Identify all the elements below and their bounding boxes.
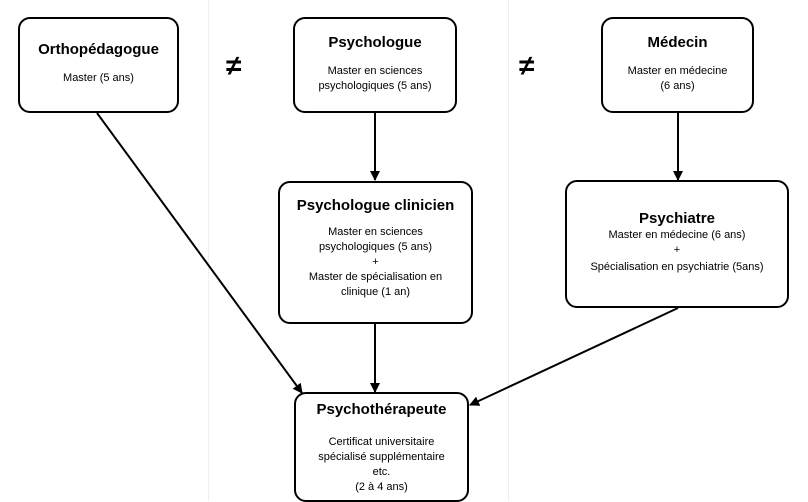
node-psychologue-clinicien: Psychologue clinicien Master en sciences… bbox=[278, 181, 473, 324]
node-detail: Master en médecine bbox=[627, 65, 728, 77]
column-divider-left bbox=[208, 0, 209, 501]
node-detail: psychologiques (5 ans) bbox=[318, 80, 432, 92]
arrow-orthopedagogue-to-psychotherapeute bbox=[96, 112, 303, 394]
node-detail: (2 à 4 ans) bbox=[355, 481, 408, 493]
node-detail: Master en sciences bbox=[328, 226, 423, 238]
node-medecin: Médecin Master en médecine (6 ans) bbox=[601, 17, 754, 113]
node-title: Psychologue bbox=[328, 34, 422, 51]
node-orthopedagogue: Orthopédagogue Master (5 ans) bbox=[18, 17, 179, 113]
arrow-psychiatre-to-psychotherapeute bbox=[469, 307, 679, 406]
node-psychotherapeute: Psychothérapeute Certificat universitair… bbox=[294, 392, 469, 502]
node-detail: Certificat universitaire bbox=[328, 436, 435, 448]
node-detail: Master en médecine (6 ans) bbox=[608, 229, 746, 241]
node-detail: Master (5 ans) bbox=[63, 72, 134, 84]
node-detail: Master en sciences bbox=[327, 65, 423, 77]
node-detail: + bbox=[673, 244, 681, 256]
node-title: Médecin bbox=[647, 34, 708, 51]
node-title: Psychologue clinicien bbox=[296, 197, 455, 214]
node-detail: Master de spécialisation en bbox=[308, 271, 443, 283]
node-title: Orthopédagogue bbox=[38, 41, 159, 58]
node-detail: etc. bbox=[372, 466, 391, 478]
node-detail: psychologiques (5 ans) bbox=[318, 241, 433, 253]
node-detail: Spécialisation en psychiatrie (5ans) bbox=[590, 261, 764, 273]
node-title: Psychothérapeute bbox=[316, 401, 447, 418]
node-detail: (6 ans) bbox=[660, 80, 695, 92]
node-detail: spécialisé supplémentaire bbox=[318, 451, 445, 463]
not-equal-sign-left: ≠ bbox=[226, 50, 242, 81]
node-detail: + bbox=[372, 256, 379, 268]
column-divider-right bbox=[508, 0, 509, 501]
not-equal-sign-right: ≠ bbox=[519, 50, 535, 81]
node-psychiatre: Psychiatre Master en médecine (6 ans) + … bbox=[565, 180, 789, 308]
node-psychologue: Psychologue Master en sciences psycholog… bbox=[293, 17, 457, 113]
node-detail: clinique (1 an) bbox=[340, 286, 411, 298]
node-title: Psychiatre bbox=[639, 210, 715, 227]
